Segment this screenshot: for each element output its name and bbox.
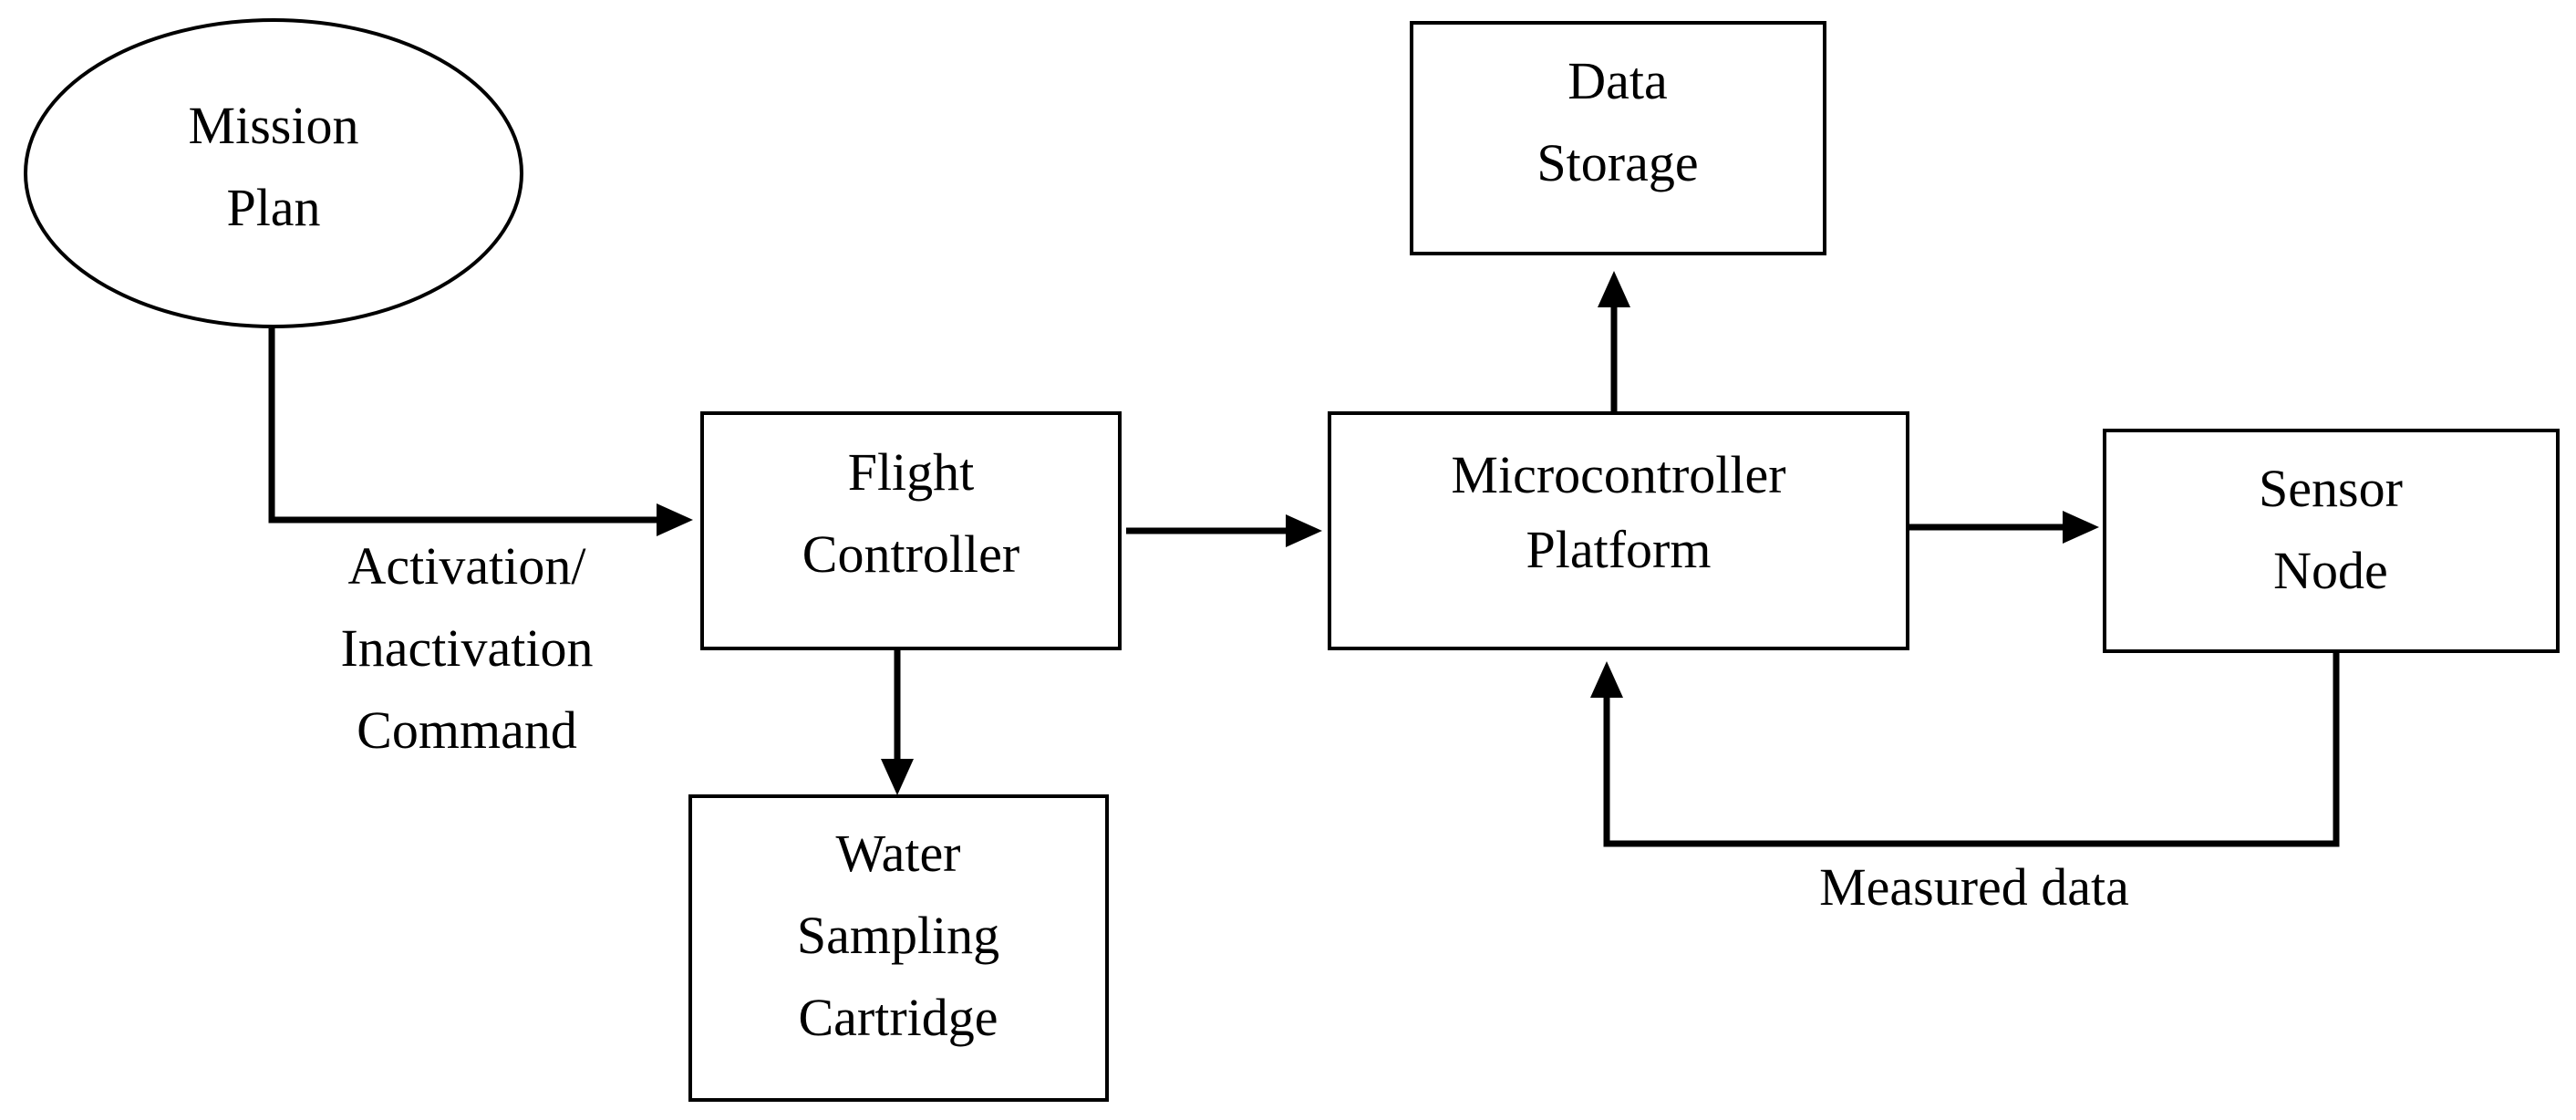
- flight-controller-node: Flight Controller: [700, 411, 1122, 650]
- flight-controller-label-line1: Flight: [848, 442, 975, 502]
- microcontroller-platform-label-line2: Platform: [1526, 520, 1712, 579]
- mission-plan-label-line2: Plan: [226, 178, 320, 237]
- arrowhead-flight-to-water: [881, 759, 914, 795]
- data-storage-label-line2: Storage: [1536, 133, 1698, 192]
- activation-command-label: Activation/ Inactivation Command: [340, 536, 593, 760]
- microcontroller-platform-node: Microcontroller Platform: [1328, 411, 1909, 650]
- flight-controller-label-line2: Controller: [802, 524, 1019, 584]
- water-sampling-cartridge-node: Water Sampling Cartridge: [688, 794, 1109, 1102]
- activation-command-line1: Activation/: [348, 536, 587, 596]
- activation-command-line2: Inactivation: [340, 618, 593, 678]
- measured-data-label: Measured data: [1819, 857, 2129, 917]
- connector-mission-to-flight: [268, 328, 657, 524]
- activation-command-line3: Command: [357, 700, 577, 760]
- arrowhead-microcontroller-to-storage: [1598, 271, 1630, 307]
- data-storage-node: Data Storage: [1410, 21, 1826, 255]
- arrowhead-mission-to-flight: [657, 503, 693, 536]
- sensor-node-label-line1: Sensor: [2259, 459, 2403, 518]
- data-storage-label-line1: Data: [1567, 51, 1668, 110]
- arrowhead-sensor-to-microcontroller: [1590, 661, 1623, 698]
- water-sampling-label-line3: Cartridge: [798, 988, 998, 1047]
- microcontroller-platform-label-line1: Microcontroller: [1451, 445, 1785, 504]
- mission-plan-node: Mission Plan: [24, 18, 523, 328]
- connector-sensor-to-microcontroller: [1603, 650, 2340, 847]
- sensor-node-node: Sensor Node: [2103, 429, 2560, 653]
- arrowhead-flight-to-microcontroller: [1286, 514, 1322, 547]
- water-sampling-label-line1: Water: [835, 824, 960, 883]
- water-sampling-label-line2: Sampling: [797, 906, 999, 965]
- mission-plan-label-line1: Mission: [189, 96, 359, 155]
- sensor-node-label-line2: Node: [2273, 541, 2388, 600]
- arrowhead-microcontroller-to-sensor: [2063, 511, 2099, 544]
